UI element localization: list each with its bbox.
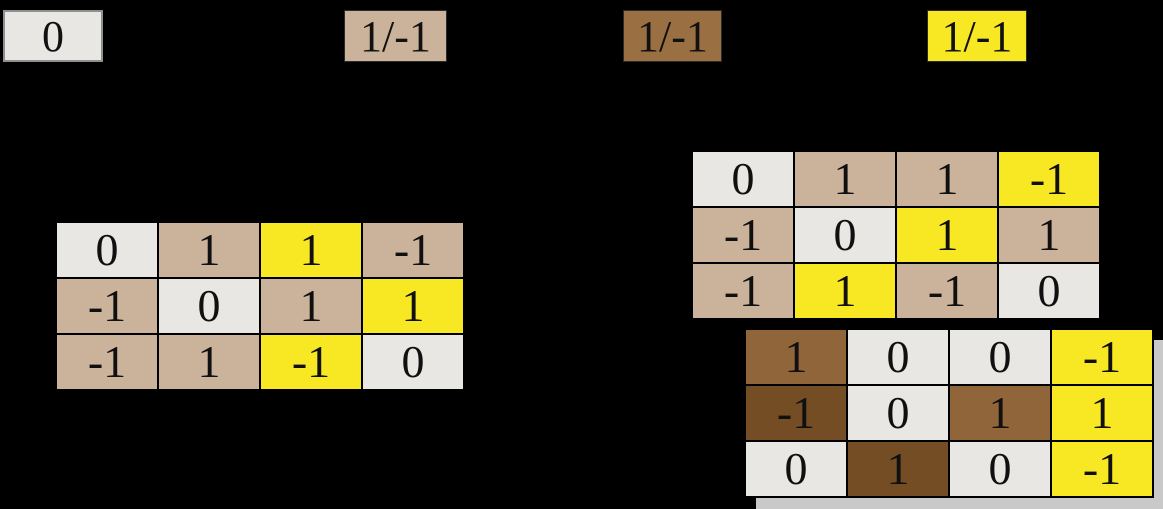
legend-label-brown: 1/-1	[637, 11, 708, 61]
matrix-cell: 0	[746, 442, 846, 496]
matrix-cell: 0	[999, 264, 1099, 318]
matrix-cell: 0	[950, 442, 1050, 496]
matrix-cell: 0	[693, 152, 793, 206]
matrix-cell: -1	[261, 335, 361, 389]
legend-label-zero: 0	[42, 11, 64, 61]
matrix-cell: 1	[795, 152, 895, 206]
matrix-cell: -1	[693, 208, 793, 262]
matrix-cell: 1	[897, 152, 997, 206]
matrix-cell: 0	[795, 208, 895, 262]
matrix-cell: 0	[950, 330, 1050, 384]
matrix-cell: -1	[897, 264, 997, 318]
matrix-cell: 0	[57, 223, 157, 277]
matrix-cell: 1	[159, 223, 259, 277]
matrix-cell: -1	[57, 279, 157, 333]
legend-box-brown: 1/-1	[623, 10, 722, 62]
matrix-cell: 1	[159, 335, 259, 389]
legend-box-zero: 0	[3, 10, 103, 62]
matrix-cell: 0	[848, 386, 948, 440]
legend-box-tan: 1/-1	[344, 10, 447, 62]
matrix-cell: 1	[999, 208, 1099, 262]
matrix-cell: 1	[950, 386, 1050, 440]
legend-label-yellow: 1/-1	[941, 11, 1013, 61]
legend-label-tan: 1/-1	[360, 11, 431, 61]
matrix-cell: 0	[159, 279, 259, 333]
matrix-cell: 0	[363, 335, 463, 389]
matrix-cell: -1	[57, 335, 157, 389]
matrix-cell: 1	[261, 223, 361, 277]
matrix-cell: -1	[1052, 442, 1152, 496]
matrix-cell: 1	[795, 264, 895, 318]
matrix-cell: 1	[261, 279, 361, 333]
legend-box-yellow: 1/-1	[927, 10, 1027, 62]
matrix-cell: -1	[1052, 330, 1152, 384]
matrix-cell: 1	[897, 208, 997, 262]
matrix-cell: -1	[693, 264, 793, 318]
matrix-cell: -1	[999, 152, 1099, 206]
matrix-cell: -1	[746, 386, 846, 440]
matrix-cell: 1	[363, 279, 463, 333]
matrix-cell: 0	[848, 330, 948, 384]
matrix-cell: 1	[1052, 386, 1152, 440]
matrix-cell: 1	[848, 442, 948, 496]
matrix-cell: 1	[746, 330, 846, 384]
matrix-cell: -1	[363, 223, 463, 277]
